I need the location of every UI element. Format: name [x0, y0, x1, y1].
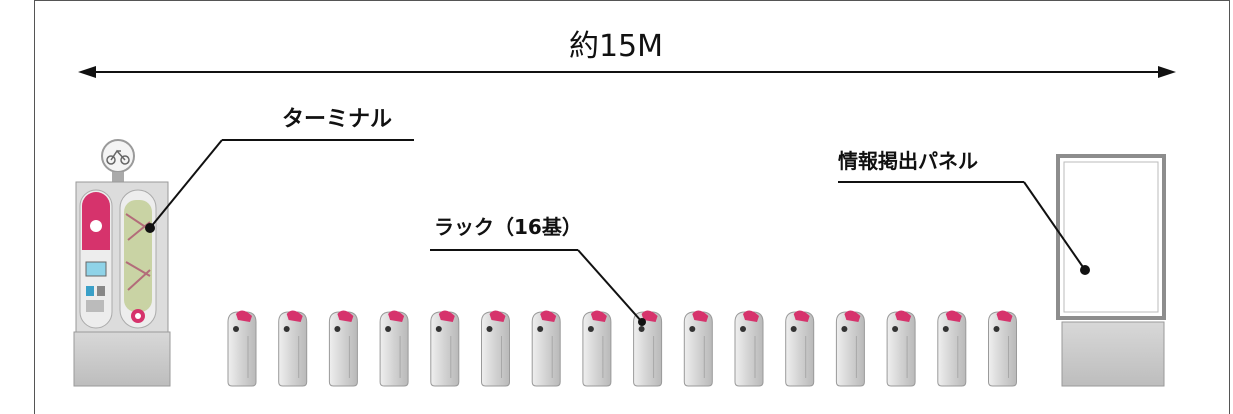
rack-unit: [582, 310, 612, 387]
rack-unit: [683, 310, 713, 387]
bicycle-icon: [101, 139, 135, 182]
rack-unit: [430, 310, 460, 387]
rack-row: [227, 310, 1017, 387]
rack-unit: [886, 310, 916, 387]
rack-unit: [937, 310, 967, 387]
terminal-unit: [73, 139, 171, 387]
terminal-label: ターミナル: [282, 107, 392, 132]
rack-unit: [988, 310, 1017, 387]
rack-unit: [835, 310, 865, 387]
rack-label: ラック（16基）: [434, 215, 582, 239]
rack-unit: [633, 310, 663, 387]
info-panel: [1056, 154, 1166, 387]
rack-unit: [379, 310, 409, 387]
rack-callout: [430, 249, 646, 326]
rack-unit: [481, 310, 510, 387]
rack-unit: [734, 310, 764, 387]
dimension-arrow: [78, 66, 1176, 78]
rack-unit: [785, 310, 815, 387]
info-panel-label: 情報掲出パネル: [838, 149, 978, 173]
diagram-frame: [34, 0, 1230, 414]
rack-unit: [531, 310, 561, 387]
terminal-callout: [145, 139, 414, 233]
rack-unit: [227, 310, 257, 387]
info-panel-callout: [838, 181, 1090, 275]
rack-unit: [278, 310, 308, 387]
dimension-label: 約15M: [569, 29, 663, 64]
rack-unit: [328, 310, 358, 387]
